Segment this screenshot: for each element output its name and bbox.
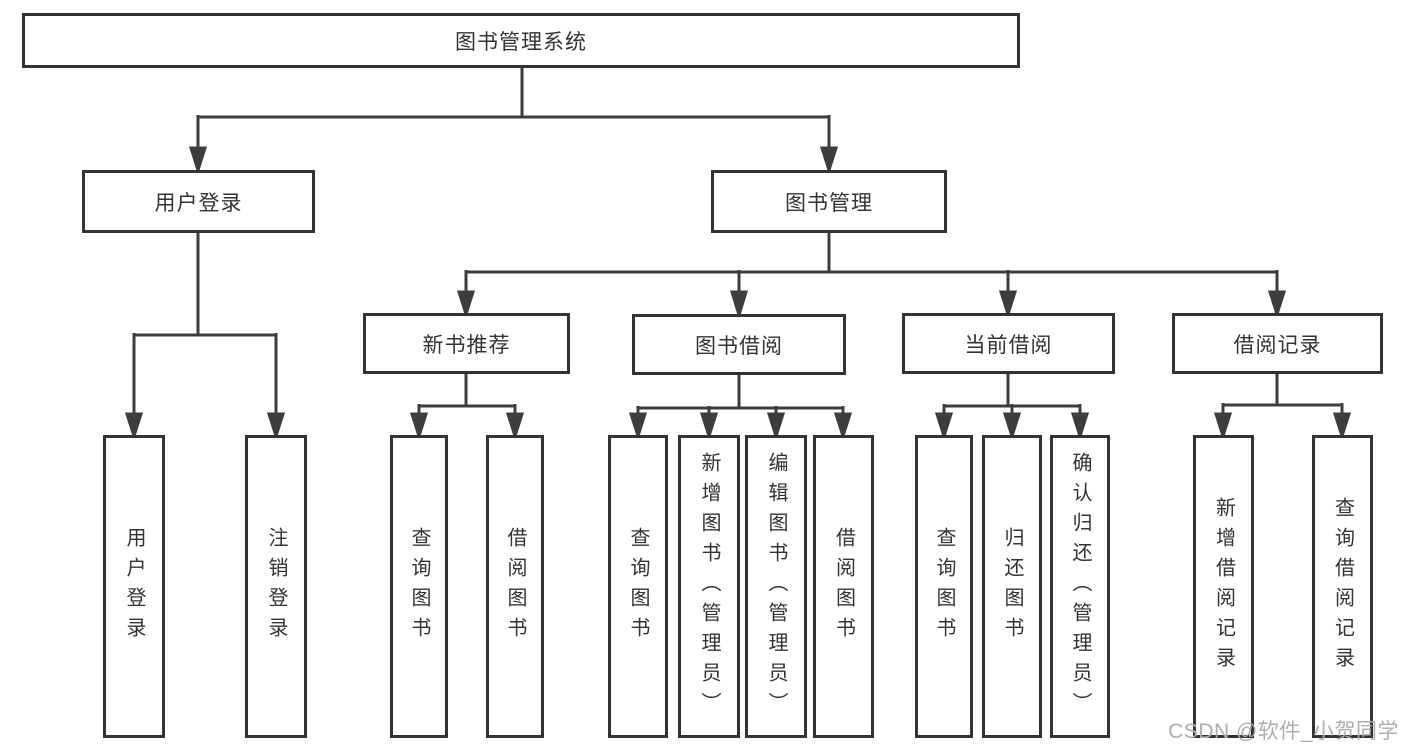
leaf-add-book-admin: 新增图书（管理员） — [678, 435, 740, 738]
node-book-borrow: 图书借阅 — [632, 314, 846, 375]
connector-book-management-to-level3 — [456, 233, 1287, 321]
csdn-watermark: CSDN @软件_小贺同学 — [1168, 720, 1399, 743]
node-current-borrow: 当前借阅 — [902, 313, 1115, 374]
leaf-add-borrow-record: 新增借阅记录 — [1193, 435, 1254, 738]
connector-user-login-to-leaves — [124, 233, 286, 441]
connector-current-borrow-to-leaves — [934, 374, 1090, 441]
leaf-borrow-books-1: 借阅图书 — [486, 435, 544, 738]
leaf-user-login: 用户登录 — [103, 435, 165, 738]
leaf-return-books: 归还图书 — [982, 435, 1042, 738]
leaf-borrow-books-2: 借阅图书 — [813, 435, 874, 738]
leaf-query-books-1: 查询图书 — [390, 435, 448, 738]
connector-book-borrow-to-leaves — [628, 375, 853, 441]
leaf-edit-book-admin: 编辑图书（管理员） — [745, 435, 807, 738]
node-root-system: 图书管理系统 — [22, 13, 1020, 68]
leaf-confirm-return-admin: 确认归还（管理员） — [1050, 435, 1110, 738]
connector-new-book-rec-to-leaves — [409, 374, 525, 441]
connector-root-to-level2 — [188, 68, 839, 175]
leaf-logout: 注销登录 — [245, 435, 307, 738]
leaf-query-borrow-record: 查询借阅记录 — [1312, 435, 1373, 738]
leaf-query-books-3: 查询图书 — [915, 435, 973, 738]
connector-borrow-records-to-leaves — [1213, 374, 1352, 441]
node-new-book-recommend: 新书推荐 — [363, 313, 570, 374]
leaf-query-books-2: 查询图书 — [608, 435, 668, 738]
node-borrow-records: 借阅记录 — [1172, 313, 1383, 374]
node-user-login: 用户登录 — [82, 170, 315, 233]
node-book-management: 图书管理 — [711, 170, 947, 233]
